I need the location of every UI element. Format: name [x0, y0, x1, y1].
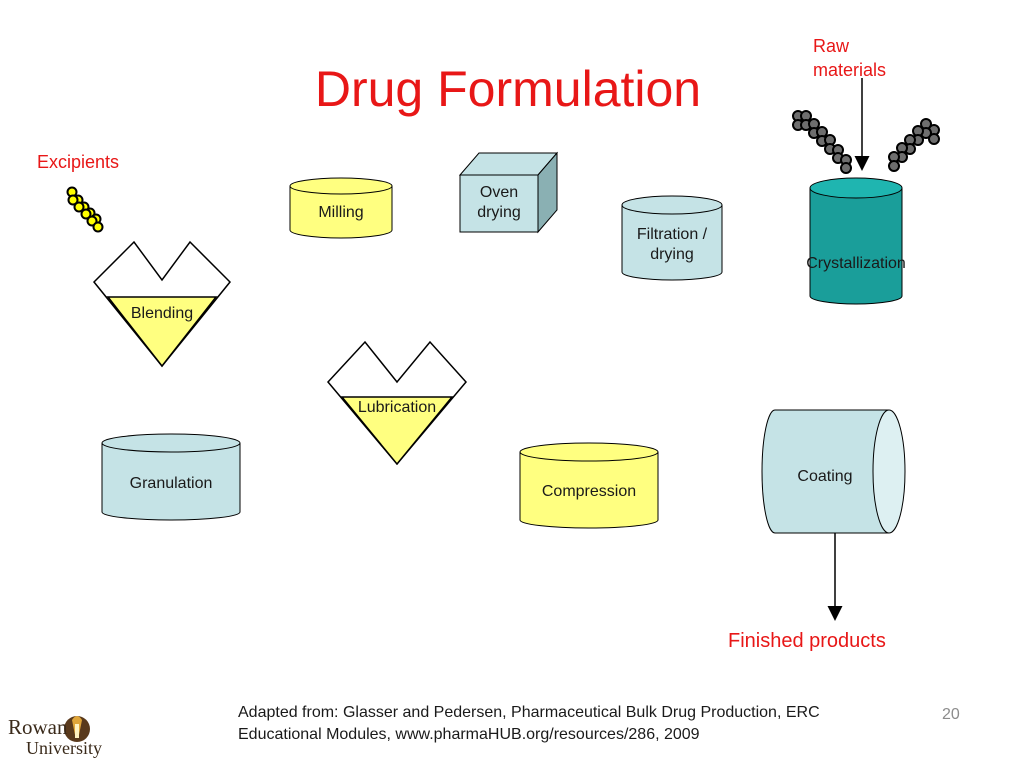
logo-rowan: Rowan — [8, 715, 68, 739]
oven-drying-line1: Oven — [479, 184, 519, 201]
crystallization-label: Crystallization — [806, 255, 906, 272]
citation: Adapted from: Glasser and Pedersen, Phar… — [238, 702, 820, 746]
filtration-drying-line2: drying — [650, 246, 694, 263]
lubrication-mixer — [327, 340, 467, 466]
blending-label: Blending — [130, 305, 194, 322]
slide-title: Drug Formulation — [314, 61, 702, 117]
raw-materials-line2: materials — [813, 60, 887, 80]
rowan-torch-icon — [64, 716, 90, 742]
granulation-cylinder — [101, 433, 241, 521]
oven-drying-cube — [458, 151, 559, 234]
oven-drying-label: Oven drying — [460, 183, 538, 223]
excipients-label: Excipients — [37, 152, 120, 172]
compression-cylinder — [519, 442, 659, 529]
finished-products-label: Finished products — [728, 630, 886, 652]
filtration-drying-line1: Filtration / — [636, 226, 708, 243]
crystallization-cylinder — [809, 177, 903, 305]
granulation-label: Granulation — [129, 475, 213, 492]
citation-line1: Adapted from: Glasser and Pedersen, Phar… — [238, 704, 820, 721]
oven-drying-line2: drying — [477, 204, 521, 221]
logo-university: University — [26, 738, 102, 758]
raw-materials-label: Raw materials — [813, 34, 886, 82]
coating-drum — [761, 409, 906, 534]
filtration-drying-label: Filtration / drying — [622, 225, 722, 265]
blending-mixer — [92, 240, 232, 368]
excipient-molecule-icon — [66, 186, 104, 233]
coating-label: Coating — [797, 468, 853, 485]
milling-label: Milling — [318, 204, 364, 221]
raw-materials-line1: Raw — [813, 36, 850, 56]
raw-material-molecule-left-icon — [792, 110, 852, 174]
lubrication-label: Lubrication — [357, 399, 437, 416]
page-number: 20 — [942, 706, 960, 723]
raw-material-molecule-right-icon — [888, 118, 940, 172]
citation-line2: Educational Modules, www.pharmaHUB.org/r… — [238, 726, 700, 743]
filtration-drying-cylinder — [621, 195, 723, 281]
milling-cylinder — [289, 177, 393, 239]
compression-label: Compression — [541, 483, 637, 500]
